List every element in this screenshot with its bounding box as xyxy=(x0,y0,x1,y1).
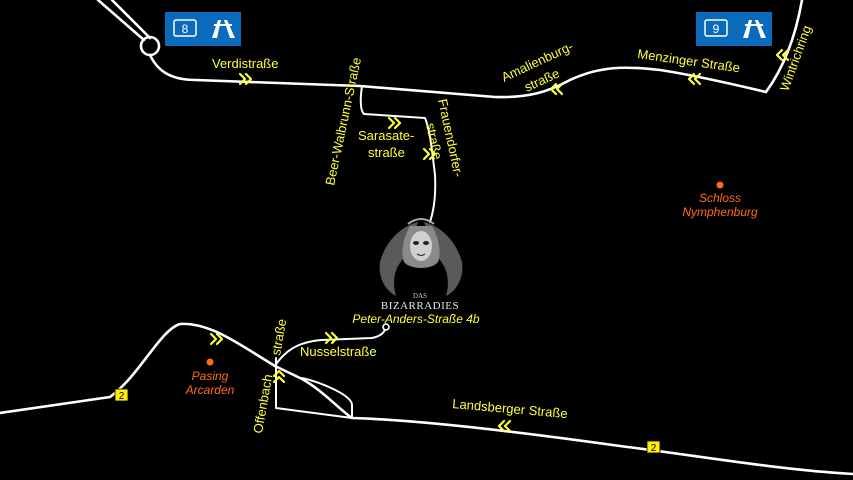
label-wintrichring: Wintrichring xyxy=(777,23,815,93)
venue-prefix: DAS xyxy=(413,292,427,300)
motorway-sign-a9: 9 xyxy=(696,12,772,46)
poi-schloss-2: Nymphenburg xyxy=(682,205,758,219)
federal-road-badge-east: 2 xyxy=(646,440,661,454)
label-nusselstrasse: Nusselstraße xyxy=(300,344,377,359)
poi-dot-pasing xyxy=(206,358,214,366)
label-verdistrasse: Verdistraße xyxy=(212,56,278,71)
motorway-icon xyxy=(212,20,235,38)
route-south xyxy=(275,357,353,419)
poi-dot-schloss xyxy=(716,181,724,189)
venue-address: Peter-Anders-Straße 4b xyxy=(352,312,479,326)
federal-road-badge-west: 2 xyxy=(114,388,129,402)
label-landsberger: Landsberger Straße xyxy=(452,396,568,421)
label-beer-walbrunn: Beer-Walbrunn-Straße xyxy=(322,56,364,187)
motorway-icon xyxy=(743,20,766,38)
svg-text:2: 2 xyxy=(651,443,657,454)
label-menzinger: Menzinger Straße xyxy=(637,46,741,75)
motorway-number-a8: 8 xyxy=(182,22,189,36)
route-north xyxy=(359,85,437,223)
label-sarasate-1: Sarasate- xyxy=(358,128,414,143)
label-offenbach-2: straße xyxy=(268,318,289,357)
motorway-a8-road xyxy=(96,0,146,42)
bizarradies-logo[interactable]: DAS BIZARRADIES xyxy=(379,218,463,312)
wintrichring-road xyxy=(764,0,804,94)
poi-pasing-2: Arcarden xyxy=(185,383,235,397)
poi-pasing-1: Pasing xyxy=(192,369,229,383)
chevron-icon xyxy=(209,48,790,433)
roundabout xyxy=(139,35,161,57)
route-nussel xyxy=(275,327,387,365)
svg-text:2: 2 xyxy=(119,391,125,402)
venue-pin[interactable] xyxy=(382,323,390,331)
motorway-number-a9: 9 xyxy=(713,22,720,36)
label-frauendorfer-2: straße xyxy=(423,122,445,161)
motorway-a8-road-2 xyxy=(110,0,152,40)
poi-schloss-1: Schloss xyxy=(699,191,741,205)
label-sarasate-2: straße xyxy=(368,145,405,160)
verdistrasse-road xyxy=(194,66,768,99)
label-offenbach: Offenbach xyxy=(250,373,275,434)
roundabout-exit xyxy=(148,53,198,82)
venue-name: BIZARRADIES xyxy=(381,300,459,312)
motorway-sign-a8: 8 xyxy=(165,12,241,46)
